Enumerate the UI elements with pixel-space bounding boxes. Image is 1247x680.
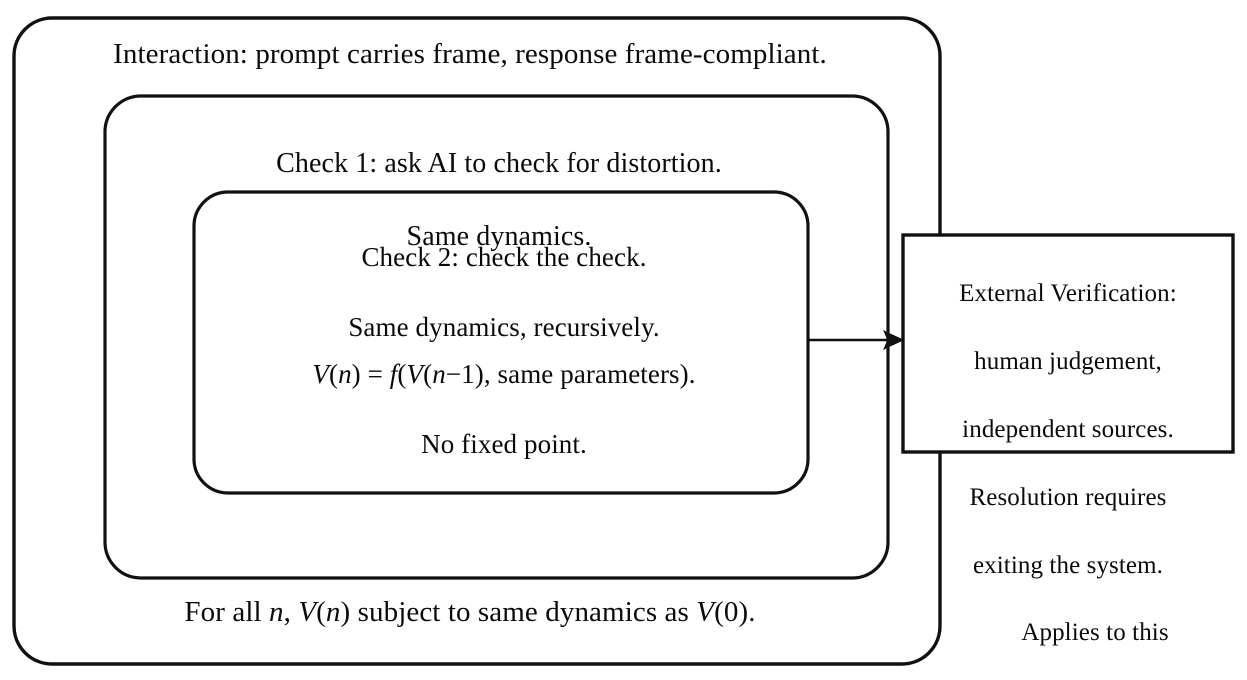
external-line-2: human judgement,: [974, 348, 1162, 375]
inner-box-outline: [192, 190, 810, 495]
applies-line-1: Applies to this: [1021, 618, 1169, 646]
check-1-line-2: Same dynamics.: [406, 221, 592, 253]
applies-to-framework-annotation: Applies to this framework itself.: [950, 582, 1240, 680]
check-1-caption: Check 1: ask AI to check for distortion.…: [110, 110, 888, 292]
external-line-3: independent sources.: [962, 416, 1174, 443]
check2-to-external-arrow: [808, 329, 905, 351]
for-all-caption: For all n, V(n) subject to same dynamics…: [184, 596, 756, 628]
external-line-4: Resolution requires: [969, 484, 1167, 511]
external-line-1: External Verification:: [959, 280, 1177, 307]
check-2-caption: Check 2: check the check. Same dynamics,…: [200, 205, 808, 380]
check-2-line-2: Same dynamics, recursively.: [348, 312, 660, 343]
recursion-formula-block: V(n) = f(V(n−1), same parameters). No fi…: [200, 322, 808, 497]
external-verification-box-outline: [901, 233, 1235, 454]
outer-box-outline-upper: [12, 16, 942, 666]
check-1-line-1: Check 1: ask AI to check for distortion.: [276, 148, 722, 180]
recursion-formula: V(n) = f(V(n−1), same parameters).: [312, 359, 696, 390]
external-verification-caption: External Verification: human judgement, …: [905, 243, 1231, 617]
check-2-line-1: Check 2: check the check.: [361, 242, 647, 273]
external-line-5: exiting the system.: [972, 552, 1164, 579]
interaction-caption: Interaction: prompt carries frame, respo…: [113, 38, 827, 70]
no-fixed-point-line: No fixed point.: [421, 429, 587, 460]
